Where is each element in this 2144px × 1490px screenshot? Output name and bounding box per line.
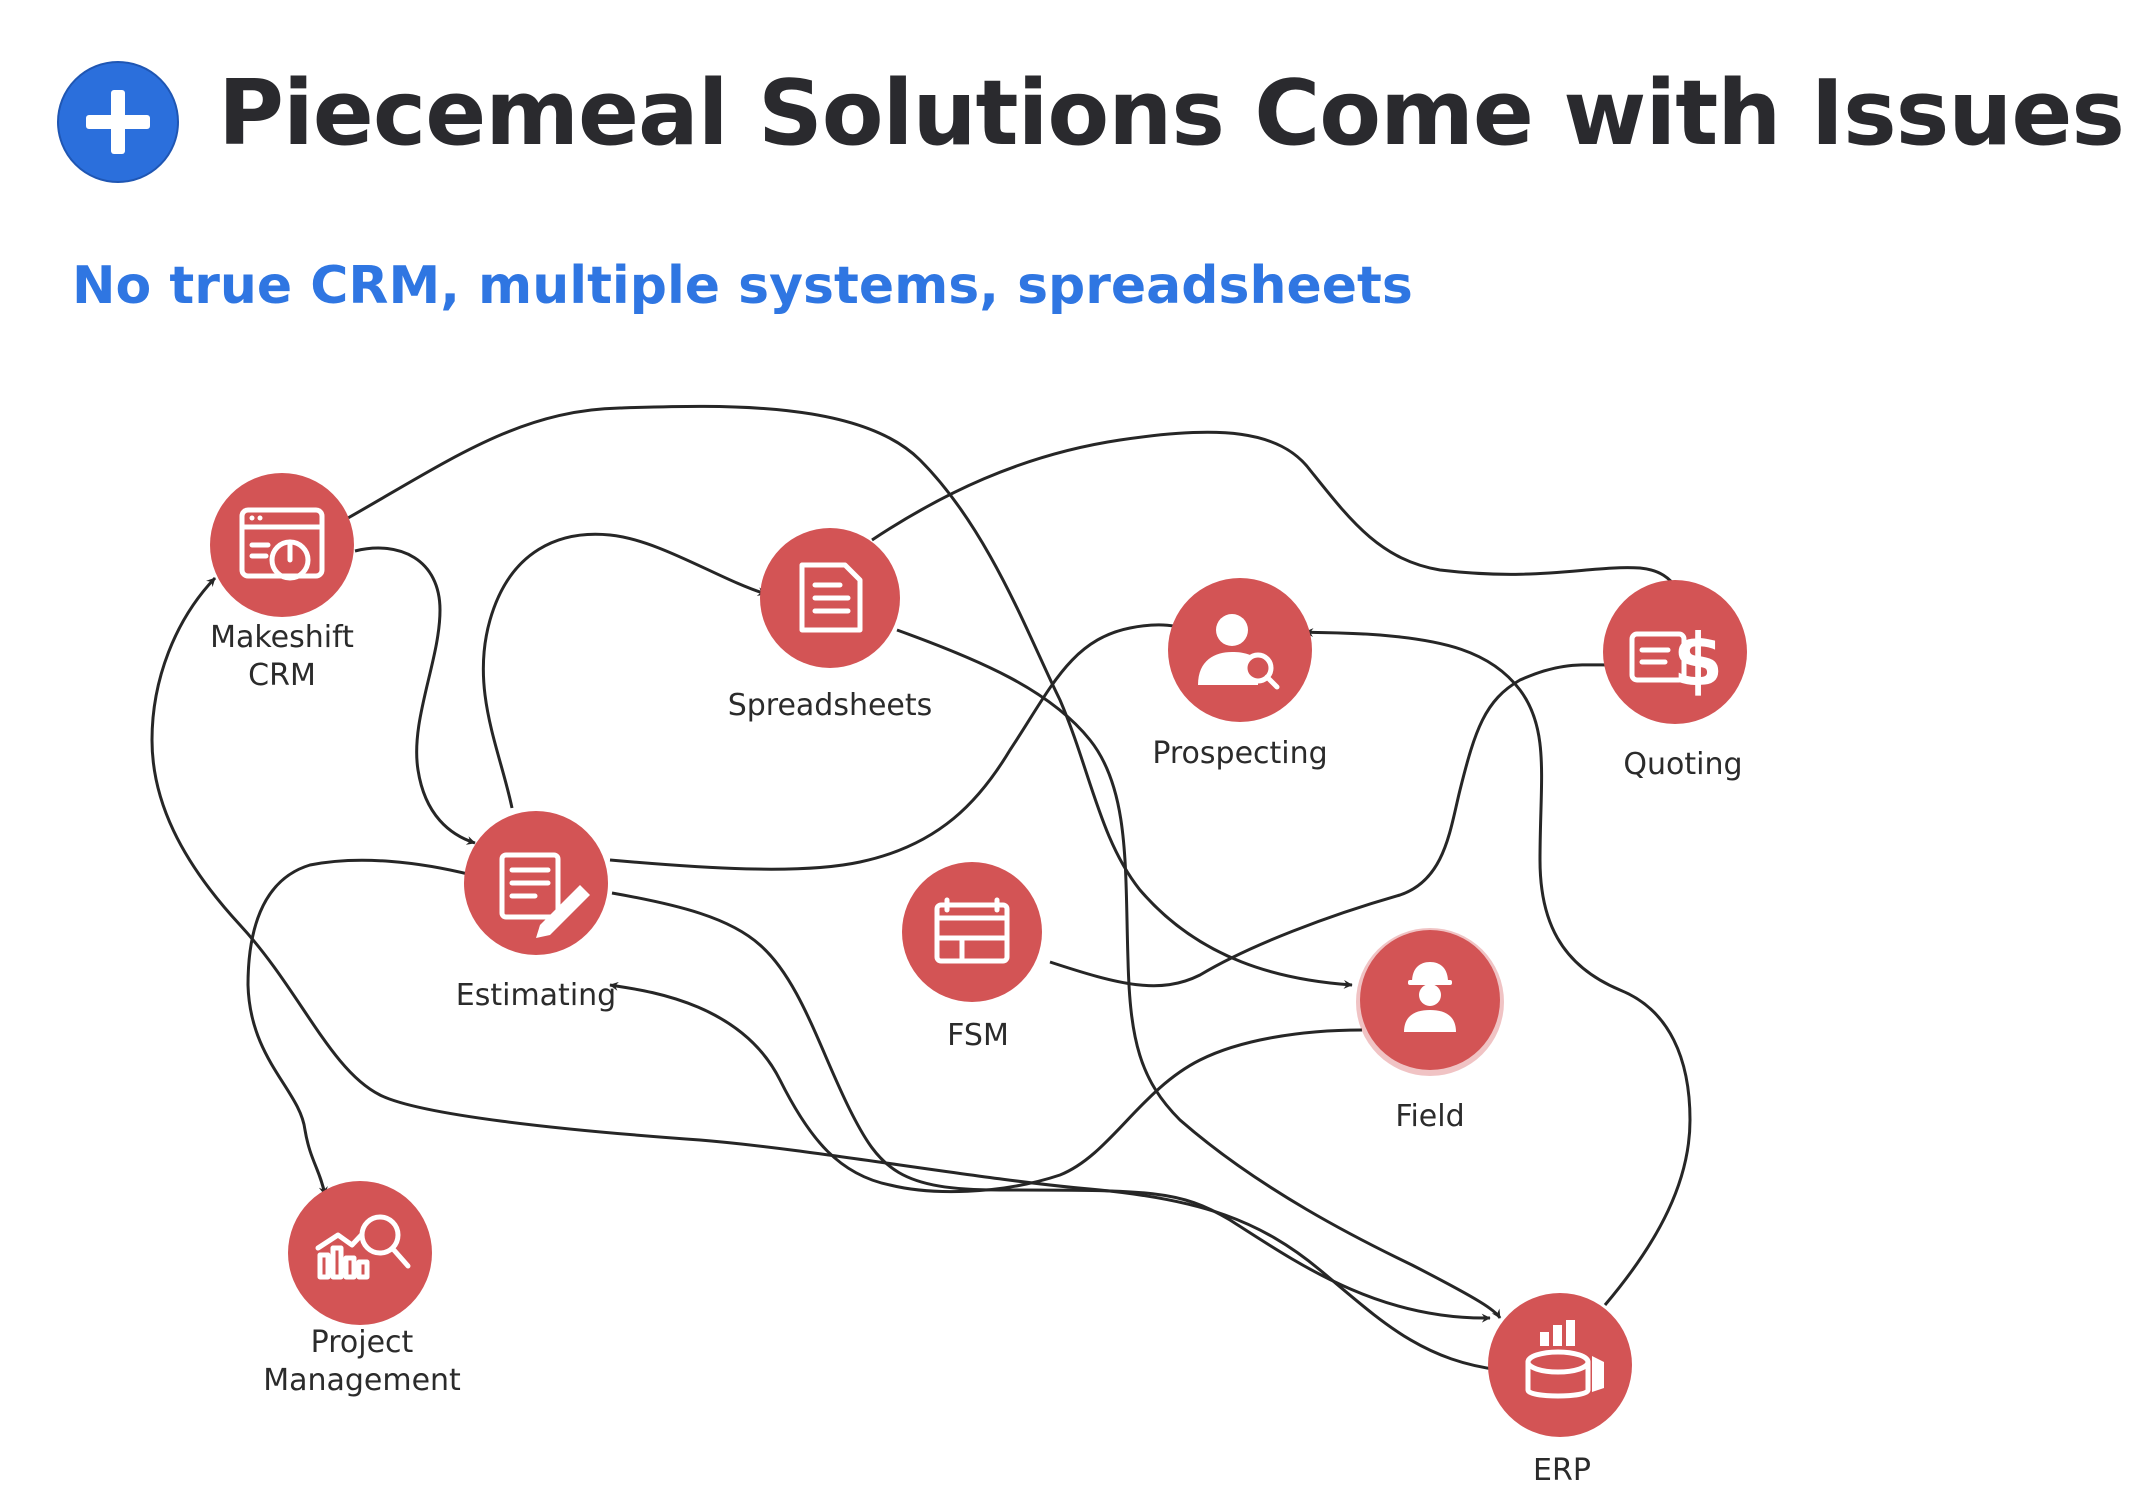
page-title: Piecemeal Solutions Come with Issues <box>218 61 2125 166</box>
node-label-pm-line2: Management <box>263 1363 461 1398</box>
node-label-spreadsheets: Spreadsheets <box>728 688 933 723</box>
document-icon <box>799 562 863 633</box>
pen-paper-icon <box>499 852 590 938</box>
node-prospecting[interactable]: Prospecting <box>1152 578 1328 771</box>
svg-text:$: $ <box>1673 618 1723 702</box>
node-label-field: Field <box>1395 1099 1464 1134</box>
node-project-management[interactable]: Project Management <box>263 1181 461 1398</box>
plus-logo-icon <box>57 61 179 183</box>
calendar-icon <box>934 897 1010 964</box>
node-label-estimating: Estimating <box>456 978 616 1013</box>
node-fsm[interactable]: FSM <box>902 862 1042 1053</box>
node-quoting[interactable]: $ Quoting <box>1603 580 1747 782</box>
dollar-invoice-icon: $ <box>1629 618 1723 702</box>
node-estimating[interactable]: Estimating <box>456 811 616 1013</box>
node-label-crm-line2: CRM <box>248 658 316 693</box>
user-search-icon <box>1198 614 1280 690</box>
edge-estimating-spreadsheets <box>481 532 767 809</box>
node-label-fsm: FSM <box>947 1018 1009 1053</box>
edge-estimating-pm <box>246 858 473 1196</box>
node-label-prospecting: Prospecting <box>1152 736 1327 771</box>
edge-estimating-prospecting <box>609 622 1189 871</box>
dashboard-chart-icon <box>239 507 325 581</box>
analytics-magnifier-icon <box>315 1214 411 1280</box>
node-label-erp: ERP <box>1533 1453 1591 1488</box>
node-label-quoting: Quoting <box>1623 747 1742 782</box>
edge-erp-crm <box>150 576 1501 1372</box>
database-chart-icon <box>1525 1320 1604 1399</box>
edge-erp-prospecting <box>1304 628 1692 1306</box>
node-label-pm-line1: Project <box>311 1325 414 1360</box>
edge-field-erp <box>609 981 1363 1194</box>
node-spreadsheets[interactable]: Spreadsheets <box>728 528 933 723</box>
edge-crm-estimating <box>354 546 476 845</box>
node-label-crm-line1: Makeshift <box>210 620 354 655</box>
node-erp[interactable]: ERP <box>1488 1293 1632 1488</box>
edges <box>150 404 1692 1372</box>
edge-estimating-erp <box>611 891 1491 1323</box>
hard-hat-worker-icon <box>1404 962 1456 1032</box>
edge-spreadsheets-quoting <box>871 430 1680 591</box>
edge-crm-field <box>347 404 1353 989</box>
edge-fsm-quoting <box>1049 660 1615 988</box>
node-field[interactable]: Field <box>1356 928 1504 1134</box>
page-subtitle: No true CRM, multiple systems, spreadshe… <box>72 256 1413 316</box>
edge-spreadsheets-erp <box>896 628 1502 1319</box>
node-makeshift-crm[interactable]: Makeshift CRM <box>210 473 354 693</box>
